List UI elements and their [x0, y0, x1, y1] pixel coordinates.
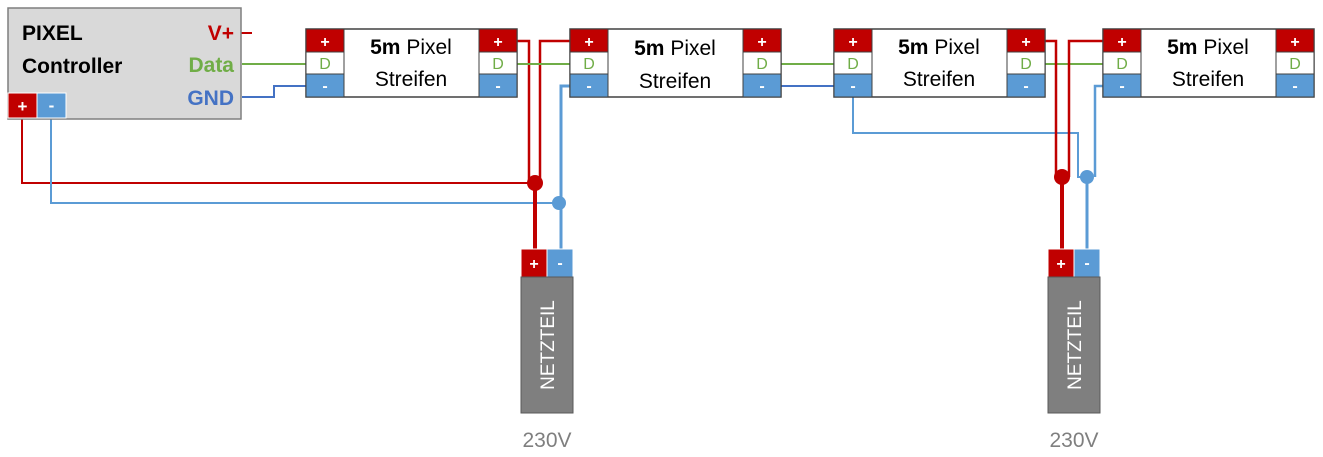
strip-out-data-symbol: D: [1020, 56, 1032, 73]
controller-title-line2: Controller: [22, 55, 122, 78]
controller-plus-terminal: [7, 92, 38, 119]
strip-in-data-symbol: D: [319, 56, 331, 73]
junction-negative-1: [552, 196, 566, 210]
wire-controller-minus-to-junction: [50, 118, 559, 204]
wire-gnd-controller-strip1: [242, 85, 306, 98]
strip-subtitle: Streifen: [1172, 68, 1244, 91]
strip-out-data-symbol: D: [756, 56, 768, 73]
supply-label: NETZTEIL: [538, 300, 559, 390]
strip-in-plus-symbol: +: [320, 34, 329, 51]
strip-in-minus-symbol: -: [586, 78, 591, 95]
strip-in-minus-terminal: [305, 73, 345, 98]
strip-out-minus-symbol: -: [1023, 78, 1028, 95]
strip-length: 5m: [898, 36, 928, 59]
controller-minus-symbol: -: [49, 96, 55, 115]
strip-out-minus-terminal: [742, 73, 782, 98]
pixel-strip-1: + D - + D - 5m Pixel Streifen: [305, 28, 518, 98]
supply-minus-terminal: [1073, 248, 1101, 278]
supply-plus-symbol: +: [1056, 256, 1065, 273]
vplus-label: V+: [208, 22, 234, 45]
strip-in-minus-terminal: [1102, 73, 1142, 98]
strip-in-minus-symbol: -: [322, 78, 327, 95]
wire-strip3-minus-to-supply2: [852, 97, 1087, 178]
strip-out-minus-symbol: -: [759, 78, 764, 95]
strip-subtitle: Streifen: [375, 68, 447, 91]
supply-plus-symbol: +: [529, 256, 538, 273]
wire-controller-plus-to-junction: [21, 118, 535, 184]
supply-minus-symbol: -: [557, 255, 562, 272]
controller-plus-symbol: +: [18, 97, 28, 116]
strip-word: Pixel: [406, 36, 452, 59]
strip-out-minus-terminal: [1275, 73, 1315, 98]
strip-word: Pixel: [670, 37, 716, 60]
strip-subtitle: Streifen: [639, 70, 711, 93]
strip-length: 5m: [634, 37, 664, 60]
strip-subtitle: Streifen: [903, 68, 975, 91]
wire-strip4-minus-to-supply2: [1093, 84, 1103, 177]
junction-positive-1: [527, 175, 543, 191]
supply-minus-terminal: [546, 248, 574, 278]
strip-out-plus-symbol: +: [493, 34, 502, 51]
power-supply-2: + - NETZTEIL 230V: [1047, 248, 1101, 452]
strip-title: 5m Pixel: [898, 36, 980, 59]
pixel-strip-3: + D - + D - 5m Pixel Streifen: [833, 28, 1046, 98]
strip-out-plus-symbol: +: [757, 34, 766, 51]
strip-out-plus-symbol: +: [1021, 34, 1030, 51]
strip-in-minus-terminal: [833, 73, 873, 98]
strip-word: Pixel: [934, 36, 980, 59]
strip-out-minus-terminal: [1006, 73, 1046, 98]
junction-positive-2: [1054, 169, 1070, 185]
strip-title: 5m Pixel: [634, 37, 716, 60]
supply-plus-terminal: [520, 248, 548, 278]
wire-strip2-minus-to-supply1: [559, 84, 570, 249]
junction-negative-2: [1080, 170, 1094, 184]
strip-in-minus-symbol: -: [1119, 78, 1124, 95]
supply-label: NETZTEIL: [1065, 300, 1086, 390]
wire-strip1-plus-to-junction: [516, 39, 531, 183]
strip-out-plus-symbol: +: [1290, 34, 1299, 51]
strip-length: 5m: [1167, 36, 1197, 59]
strip-out-minus-symbol: -: [1292, 78, 1297, 95]
controller-title-line1: PIXEL: [22, 22, 83, 45]
strip-word: Pixel: [1203, 36, 1249, 59]
strip-in-plus-symbol: +: [1117, 34, 1126, 51]
supply-body: [520, 276, 574, 414]
strip-in-plus-symbol: +: [848, 34, 857, 51]
pixel-controller: PIXEL Controller V+ Data GND + -: [7, 7, 242, 120]
supply-voltage: 230V: [522, 429, 571, 452]
strip-out-data-symbol: D: [492, 56, 504, 73]
strip-out-minus-symbol: -: [495, 78, 500, 95]
strip-in-data-symbol: D: [583, 56, 595, 73]
strip-title: 5m Pixel: [370, 36, 452, 59]
power-supply-1: + - NETZTEIL 230V: [520, 248, 574, 452]
supply-minus-symbol: -: [1084, 255, 1089, 272]
strip-out-minus-terminal: [478, 73, 518, 98]
pixel-strip-4: + D - + D - 5m Pixel Streifen: [1102, 28, 1315, 98]
data-label: Data: [188, 54, 234, 77]
strip-in-data-symbol: D: [1116, 56, 1128, 73]
controller-minus-terminal: [36, 92, 67, 119]
wire-strip3-plus-to-junction: [1044, 39, 1058, 177]
strip-in-plus-symbol: +: [584, 34, 593, 51]
supply-voltage: 230V: [1049, 429, 1098, 452]
strip-in-minus-terminal: [569, 73, 609, 98]
strip-out-data-symbol: D: [1289, 56, 1301, 73]
wire-strip4-plus-to-junction: [1067, 39, 1103, 177]
strip-length: 5m: [370, 36, 400, 59]
pixel-strip-2: + D - + D - 5m Pixel Streifen: [569, 28, 782, 98]
strip-in-minus-symbol: -: [850, 78, 855, 95]
wire-strip2-plus-to-junction: [538, 39, 570, 183]
supply-body: [1047, 276, 1101, 414]
strip-in-data-symbol: D: [847, 56, 859, 73]
gnd-label: GND: [187, 87, 234, 110]
strip-title: 5m Pixel: [1167, 36, 1249, 59]
